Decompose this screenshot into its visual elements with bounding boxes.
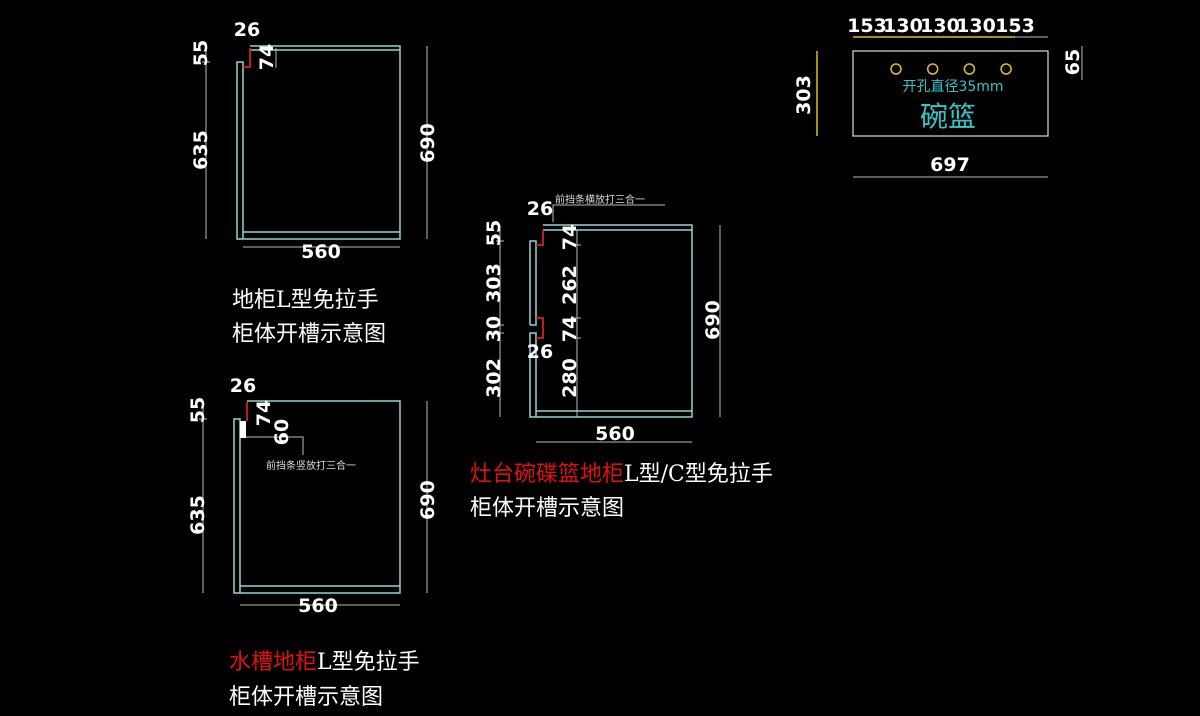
dim-302: 302 [483,358,505,398]
groove-red-mid [536,317,544,339]
note-front-strip-horizontal: 前挡条横放打三合一 [555,193,645,206]
caption-red: 灶台碗碟篮地柜 [470,462,624,487]
dim-55: 55 [483,220,505,246]
dim-74: 74 [256,44,278,70]
note-front-strip-vertical: 前挡条竖放打三合一 [266,459,356,472]
drawing-l-type-base-cabinet: 26 74 55 635 690 560 地柜L型免拉手 柜体开槽示意图 [190,19,439,347]
holes [890,63,1012,75]
top-dim-4: 153 [995,15,1035,37]
hole-note: 开孔直径35mm [902,78,1003,95]
dim-60: 60 [271,419,293,445]
top-dim-1: 130 [883,15,923,37]
dim-lines [199,401,428,606]
caption-line1: 灶台碗碟篮地柜L型/C型免拉手 [470,462,773,487]
hole-circle [1000,63,1012,75]
dim-55: 55 [187,397,209,423]
groove-red [243,48,251,68]
caption-line2: 柜体开槽示意图 [470,496,624,521]
basket-label: 碗篮 [920,100,976,133]
dim-635: 635 [190,130,212,170]
caption-red: 水槽地柜 [229,650,317,675]
top-dim-0: 153 [847,15,887,37]
caption-line2: 柜体开槽示意图 [229,685,383,710]
dim-690: 690 [702,300,724,340]
dim-280: 280 [559,358,581,398]
caption-line1: 地柜L型免拉手 [232,288,379,313]
hole-circle [963,63,976,75]
dim-26-mid: 26 [527,341,553,363]
dim-262: 262 [559,265,581,305]
dim-lines [202,46,428,248]
dim-30: 30 [483,316,505,342]
cabinet-outline [529,224,693,418]
dim-303: 303 [793,75,815,115]
cabinet-outline [233,400,401,594]
dim-690: 690 [417,480,439,520]
drawing-sink-cabinet: 26 74 60 前挡条竖放打三合一 55 635 690 560 水槽地柜L型… [187,375,439,710]
dim-55: 55 [190,40,212,66]
drawing-bowl-basket: 153 130 130 130 153 303 65 697 开孔直径35mm … [793,15,1084,178]
drawing-stove-bowl-cabinet: 前挡条横放打三合一 26 26 55 303 30 302 74 262 74 … [470,193,773,521]
dim-65: 65 [1062,49,1084,75]
dim-74-mid: 74 [559,316,581,342]
dim-303: 303 [483,263,505,303]
top-dim-3: 130 [956,15,996,37]
dim-697: 697 [930,154,970,176]
dim-690: 690 [417,123,439,163]
dim-lines [496,204,721,443]
front-strip-block [240,421,246,438]
caption-line2: 柜体开槽示意图 [232,322,386,347]
caption-white: L型/C型免拉手 [624,462,773,487]
dim-26: 26 [234,19,260,41]
dim-560: 560 [595,423,635,445]
hole-circle [926,63,939,75]
dim-lines [853,36,1083,178]
dim-635: 635 [187,495,209,535]
dim-74-top: 74 [559,224,581,250]
dim-26: 26 [230,375,256,397]
dim-74: 74 [253,400,275,426]
groove-red-top [536,230,544,246]
basket-outline [852,50,1049,137]
dim-560: 560 [298,595,338,617]
caption-line1: 水槽地柜L型免拉手 [229,650,420,675]
dim-26-top: 26 [527,198,553,220]
caption-white: L型免拉手 [317,650,420,675]
hole-circle [890,63,902,75]
dim-560: 560 [301,241,341,263]
top-dim-2: 130 [920,15,960,37]
cabinet-outline [236,45,401,240]
